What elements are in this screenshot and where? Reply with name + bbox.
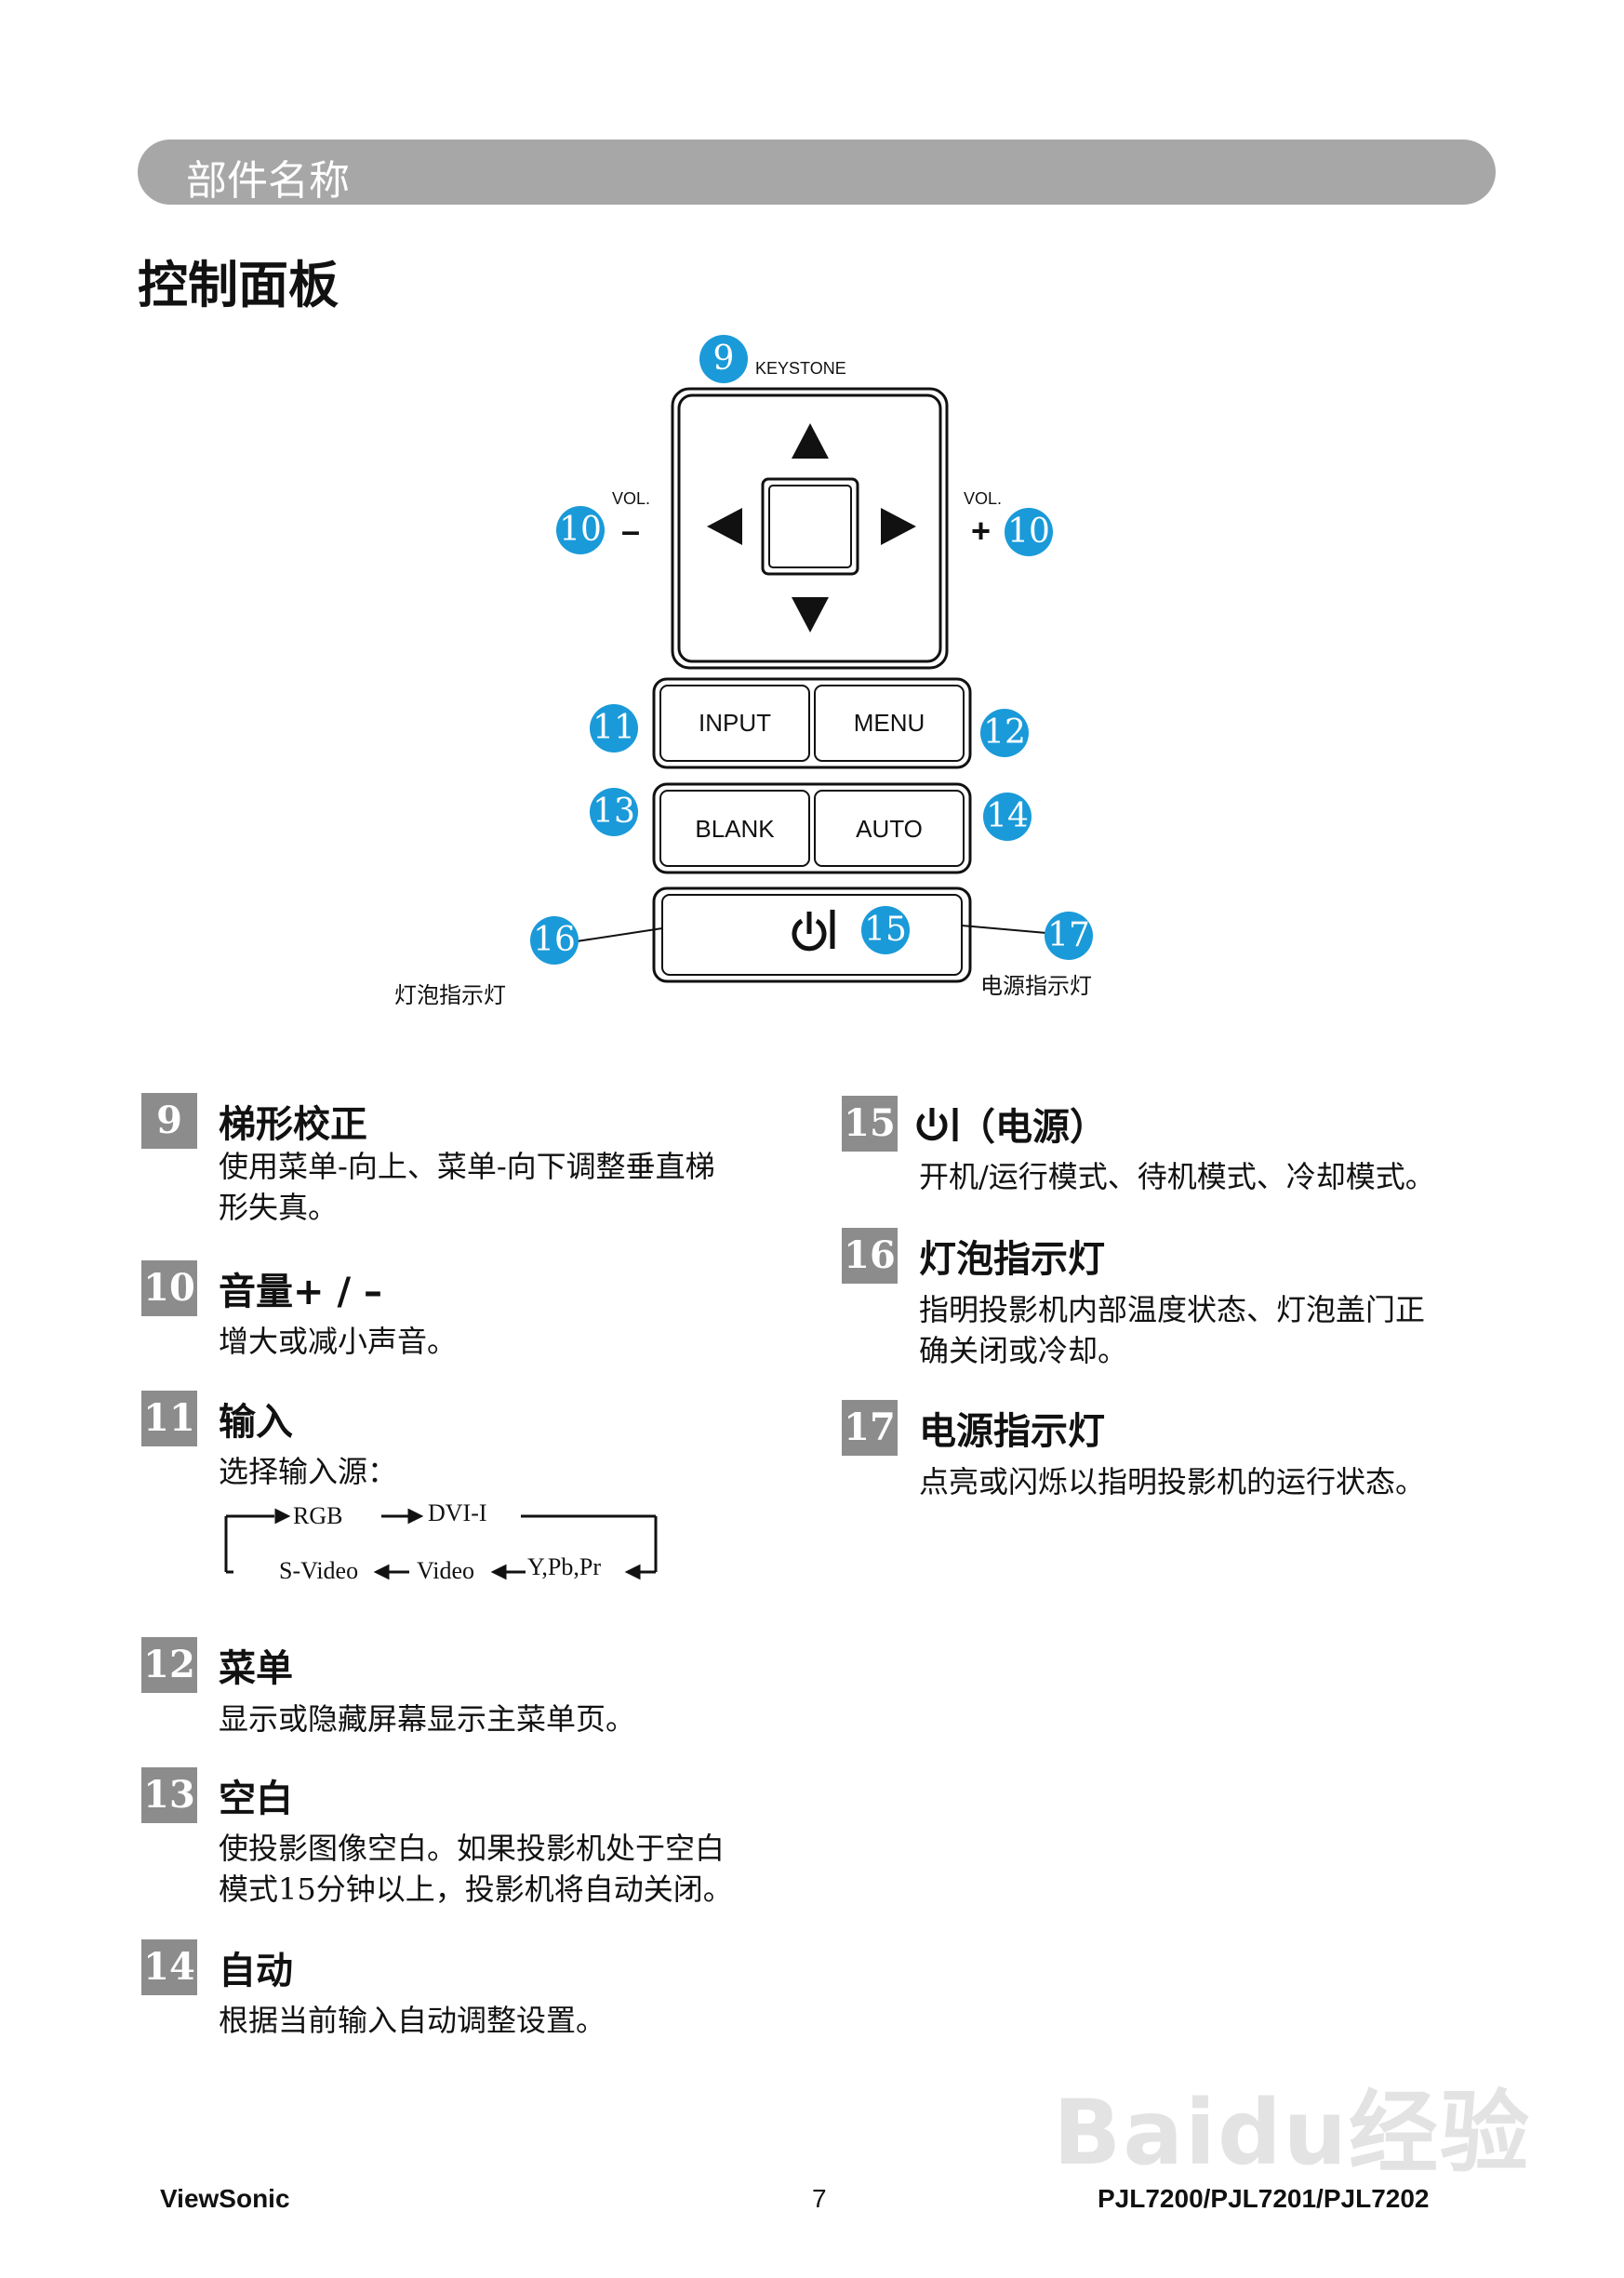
item-15-desc: 开机/运行模式、待机模式、冷却模式。 (919, 1159, 1435, 1194)
item-15-title: （电源） (958, 1106, 1107, 1149)
item-12-badge: 12 (141, 1637, 197, 1693)
item-9-title: 梯形校正 (219, 1103, 367, 1146)
arrow-down-icon (792, 597, 829, 633)
item-11-title: 输入 (219, 1401, 293, 1444)
item-9-desc-line2: 形失真。 (219, 1190, 339, 1225)
item-14-badge: 14 (141, 1939, 197, 1995)
item-16-title: 灯泡指示灯 (919, 1238, 1105, 1281)
vol-plus-label: + (971, 512, 992, 550)
menu-button[interactable]: MENU (853, 709, 925, 737)
keystone-label: KEYSTONE (755, 359, 846, 378)
item-9-badge: 9 (141, 1093, 197, 1149)
flow-svideo: S-Video (279, 1557, 359, 1584)
control-panel-diagram (576, 387, 1047, 983)
callout-15: 15 (861, 906, 910, 954)
item-16-desc-line1: 指明投影机内部温度状态、灯泡盖门正 (919, 1292, 1426, 1327)
menu-button-shape (814, 685, 965, 762)
flow-ypbpr: Y,Pb,Pr (527, 1553, 602, 1580)
section-header-bar (138, 140, 1496, 205)
item-12-desc: 显示或隐藏屏幕显示主菜单页。 (219, 1701, 636, 1737)
lamp-led-leader (576, 927, 663, 942)
blank-button[interactable]: BLANK (695, 815, 775, 843)
callout-16: 16 (530, 916, 579, 965)
input-button-shape (659, 685, 810, 762)
item-14-title: 自动 (219, 1950, 293, 1992)
baidu-watermark: Baidu经验 (1053, 2081, 1531, 2185)
input-source-flow (224, 1508, 658, 1580)
item-13-badge: 13 (141, 1767, 197, 1823)
item-12-title: 菜单 (219, 1647, 293, 1690)
vol-label-left: VOL. (612, 489, 651, 508)
page-title: 控制面板 (138, 256, 339, 314)
item-17-desc: 点亮或闪烁以指明投影机的运行状态。 (919, 1464, 1426, 1499)
arrow-right-icon (881, 508, 916, 545)
power-symbol-icon (916, 1108, 958, 1141)
callout-13: 13 (590, 788, 638, 836)
item-17-badge: 17 (842, 1400, 898, 1456)
vol-label-right: VOL. (964, 489, 1003, 508)
section-title: 部件名称 (186, 157, 350, 205)
item-15-badge: 15 (842, 1096, 898, 1152)
item-11-badge: 11 (141, 1391, 197, 1446)
footer-page-number: 7 (812, 2184, 827, 2213)
flow-dvi: DVI-I (428, 1499, 487, 1526)
callout-12: 12 (980, 709, 1029, 757)
flow-video: Video (417, 1557, 474, 1584)
item-10-desc: 增大或减小声音。 (219, 1324, 458, 1359)
callout-17: 17 (1045, 912, 1093, 960)
flow-rgb: RGB (293, 1502, 343, 1529)
power-button-shape (661, 894, 963, 976)
item-16-desc-line2: 确关闭或冷却。 (919, 1333, 1128, 1368)
footer-model: PJL7200/PJL7201/PJL7202 (1098, 2184, 1430, 2213)
enter-button-inner (768, 485, 852, 568)
item-14-desc: 根据当前输入自动调整设置。 (219, 2003, 606, 2038)
item-17-title: 电源指示灯 (919, 1410, 1105, 1453)
lamp-led-label: 灯泡指示灯 (394, 982, 506, 1008)
item-13-desc-line2: 模式15分钟以上，投影机将自动关闭。 (219, 1872, 733, 1907)
power-led-leader (961, 925, 1047, 934)
power-icon (792, 910, 835, 952)
item-10-badge: 10 (141, 1260, 197, 1316)
item-13-title: 空白 (219, 1778, 293, 1820)
item-11-desc: 选择输入源： (219, 1454, 398, 1489)
callout-9: 9 (699, 335, 748, 383)
footer-brand: ViewSonic (160, 2184, 290, 2213)
callout-10-left: 10 (556, 506, 605, 554)
auto-button-shape (814, 790, 965, 867)
callout-14: 14 (983, 793, 1032, 841)
item-13-desc-line1: 使投影图像空白。如果投影机处于空白 (219, 1831, 725, 1866)
item-16-badge: 16 (842, 1228, 898, 1284)
item-9-desc-line1: 使用菜单-向上、菜单-向下调整垂直梯 (219, 1149, 715, 1184)
auto-button[interactable]: AUTO (856, 815, 923, 843)
input-button[interactable]: INPUT (699, 709, 771, 737)
arrow-left-icon (707, 508, 742, 545)
vol-minus-label: – (621, 512, 641, 550)
blank-button-shape (659, 790, 810, 867)
power-led-label: 电源指示灯 (980, 973, 1092, 999)
callout-11: 11 (590, 704, 638, 753)
item-10-title: 音量+ / – (219, 1271, 382, 1313)
arrow-up-icon (792, 423, 829, 459)
callout-10-right: 10 (1005, 508, 1053, 556)
